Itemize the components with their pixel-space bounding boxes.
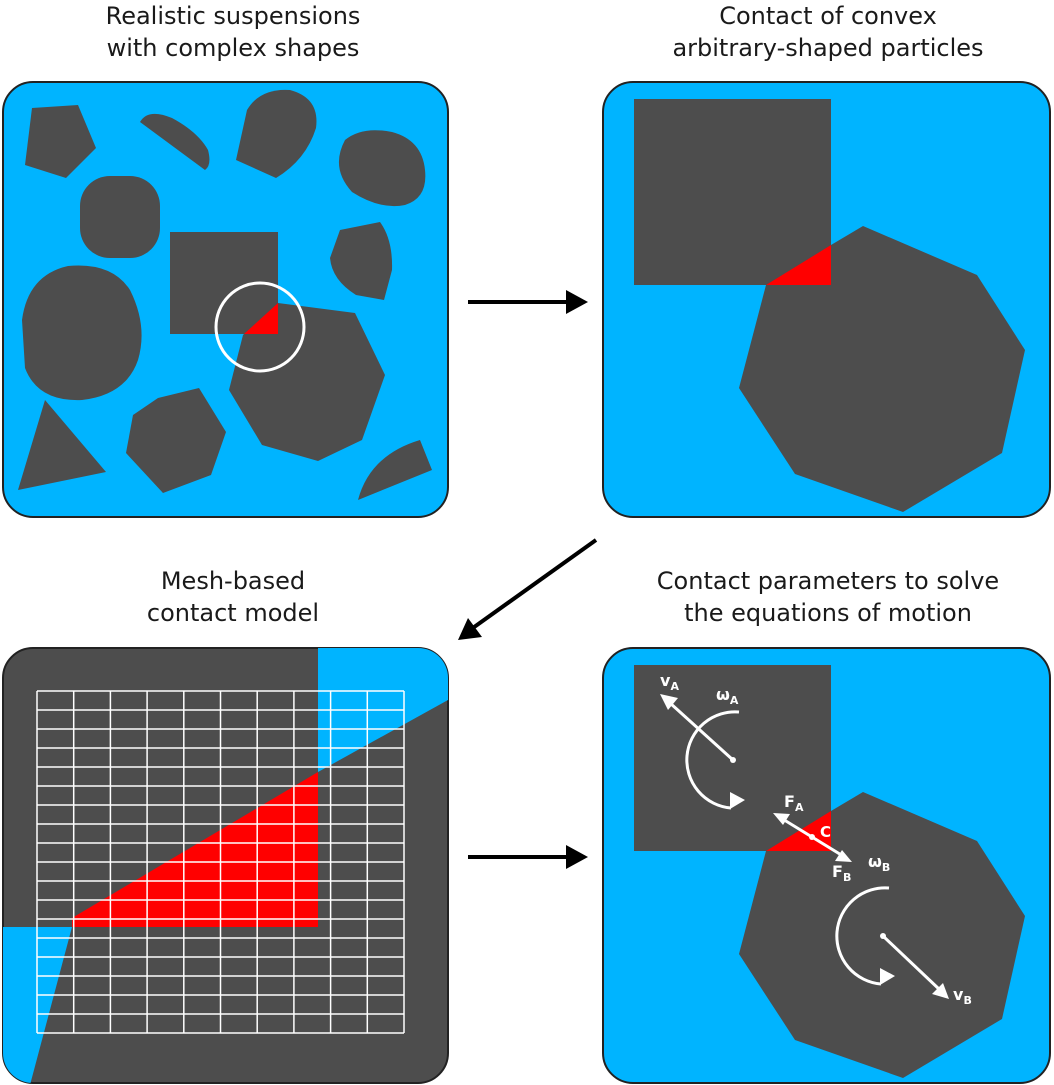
contact-point xyxy=(809,834,815,840)
velocity-arrow-B-head xyxy=(932,983,949,999)
velocity-arrow-A-head xyxy=(660,694,678,710)
label-vB: vB xyxy=(953,985,972,1007)
label-FB: FB xyxy=(832,862,851,884)
label-wB: ωB xyxy=(868,852,890,874)
contact-highlight-circle xyxy=(214,281,306,373)
rounded-square-particle xyxy=(80,176,160,258)
rotation-arrow-B xyxy=(835,886,890,986)
force-arrow-A-head xyxy=(773,813,790,825)
title-line-2: the equations of motion xyxy=(684,599,972,627)
fluid-region-bottom xyxy=(3,927,72,1083)
title-contact-convex: Contact of convex arbitrary-shaped parti… xyxy=(598,0,1054,64)
lens-particle xyxy=(140,113,210,170)
title-realistic-suspensions: Realistic suspensions with complex shape… xyxy=(3,0,463,64)
heptagon-particle xyxy=(126,388,226,493)
velocity-arrow-B xyxy=(881,934,942,992)
contact-region xyxy=(766,245,831,285)
blob-particle-2 xyxy=(330,222,393,300)
panel-contact-parameters: vA ωA FA C FB ωB vB xyxy=(602,647,1051,1084)
rotation-arrow-A xyxy=(685,710,740,810)
mesh-grid xyxy=(36,690,405,1034)
title-line-2: with complex shapes xyxy=(106,34,360,62)
title-line-1: Mesh-based xyxy=(160,567,306,595)
title-line-2: arbitrary-shaped particles xyxy=(672,34,984,62)
octagon-particle xyxy=(739,226,1025,512)
title-contact-parameters: Contact parameters to solve the equation… xyxy=(598,565,1054,629)
blob-particle xyxy=(338,130,426,207)
arrow-right-top-head xyxy=(566,290,588,314)
arrow-right-bottom-head xyxy=(566,845,588,869)
center-A xyxy=(730,757,736,763)
panel-contact-convex xyxy=(602,81,1051,518)
force-arrow-B-head xyxy=(835,850,852,862)
rounded-particle xyxy=(236,89,317,178)
label-C: C xyxy=(820,823,831,841)
large-blob-particle xyxy=(22,265,142,401)
contact-region xyxy=(766,811,831,851)
rotation-arrow-B-head xyxy=(880,968,895,985)
pentagon-particle xyxy=(25,105,96,178)
title-line-1: Realistic suspensions xyxy=(105,2,361,30)
half-disc-particle xyxy=(358,440,432,500)
panel-realistic-suspensions xyxy=(2,81,449,518)
square-particle xyxy=(634,99,831,285)
arrow-diagonal-head xyxy=(458,618,482,640)
arrow-diagonal xyxy=(468,538,598,632)
octagon-particle xyxy=(229,303,385,461)
title-line-1: Contact of convex xyxy=(719,2,937,30)
title-line-1: Contact parameters to solve xyxy=(656,567,1000,595)
panel-mesh-based xyxy=(2,647,449,1084)
label-FA: FA xyxy=(784,792,804,814)
title-line-2: contact model xyxy=(146,599,320,627)
label-wA: ωA xyxy=(716,685,739,707)
triangle-particle xyxy=(18,400,106,490)
velocity-arrow-A xyxy=(668,701,735,762)
rotation-arrow-A-head xyxy=(730,792,745,809)
label-vA: vA xyxy=(660,671,679,693)
contact-region xyxy=(244,303,278,334)
title-mesh-based: Mesh-based contact model xyxy=(3,565,463,629)
